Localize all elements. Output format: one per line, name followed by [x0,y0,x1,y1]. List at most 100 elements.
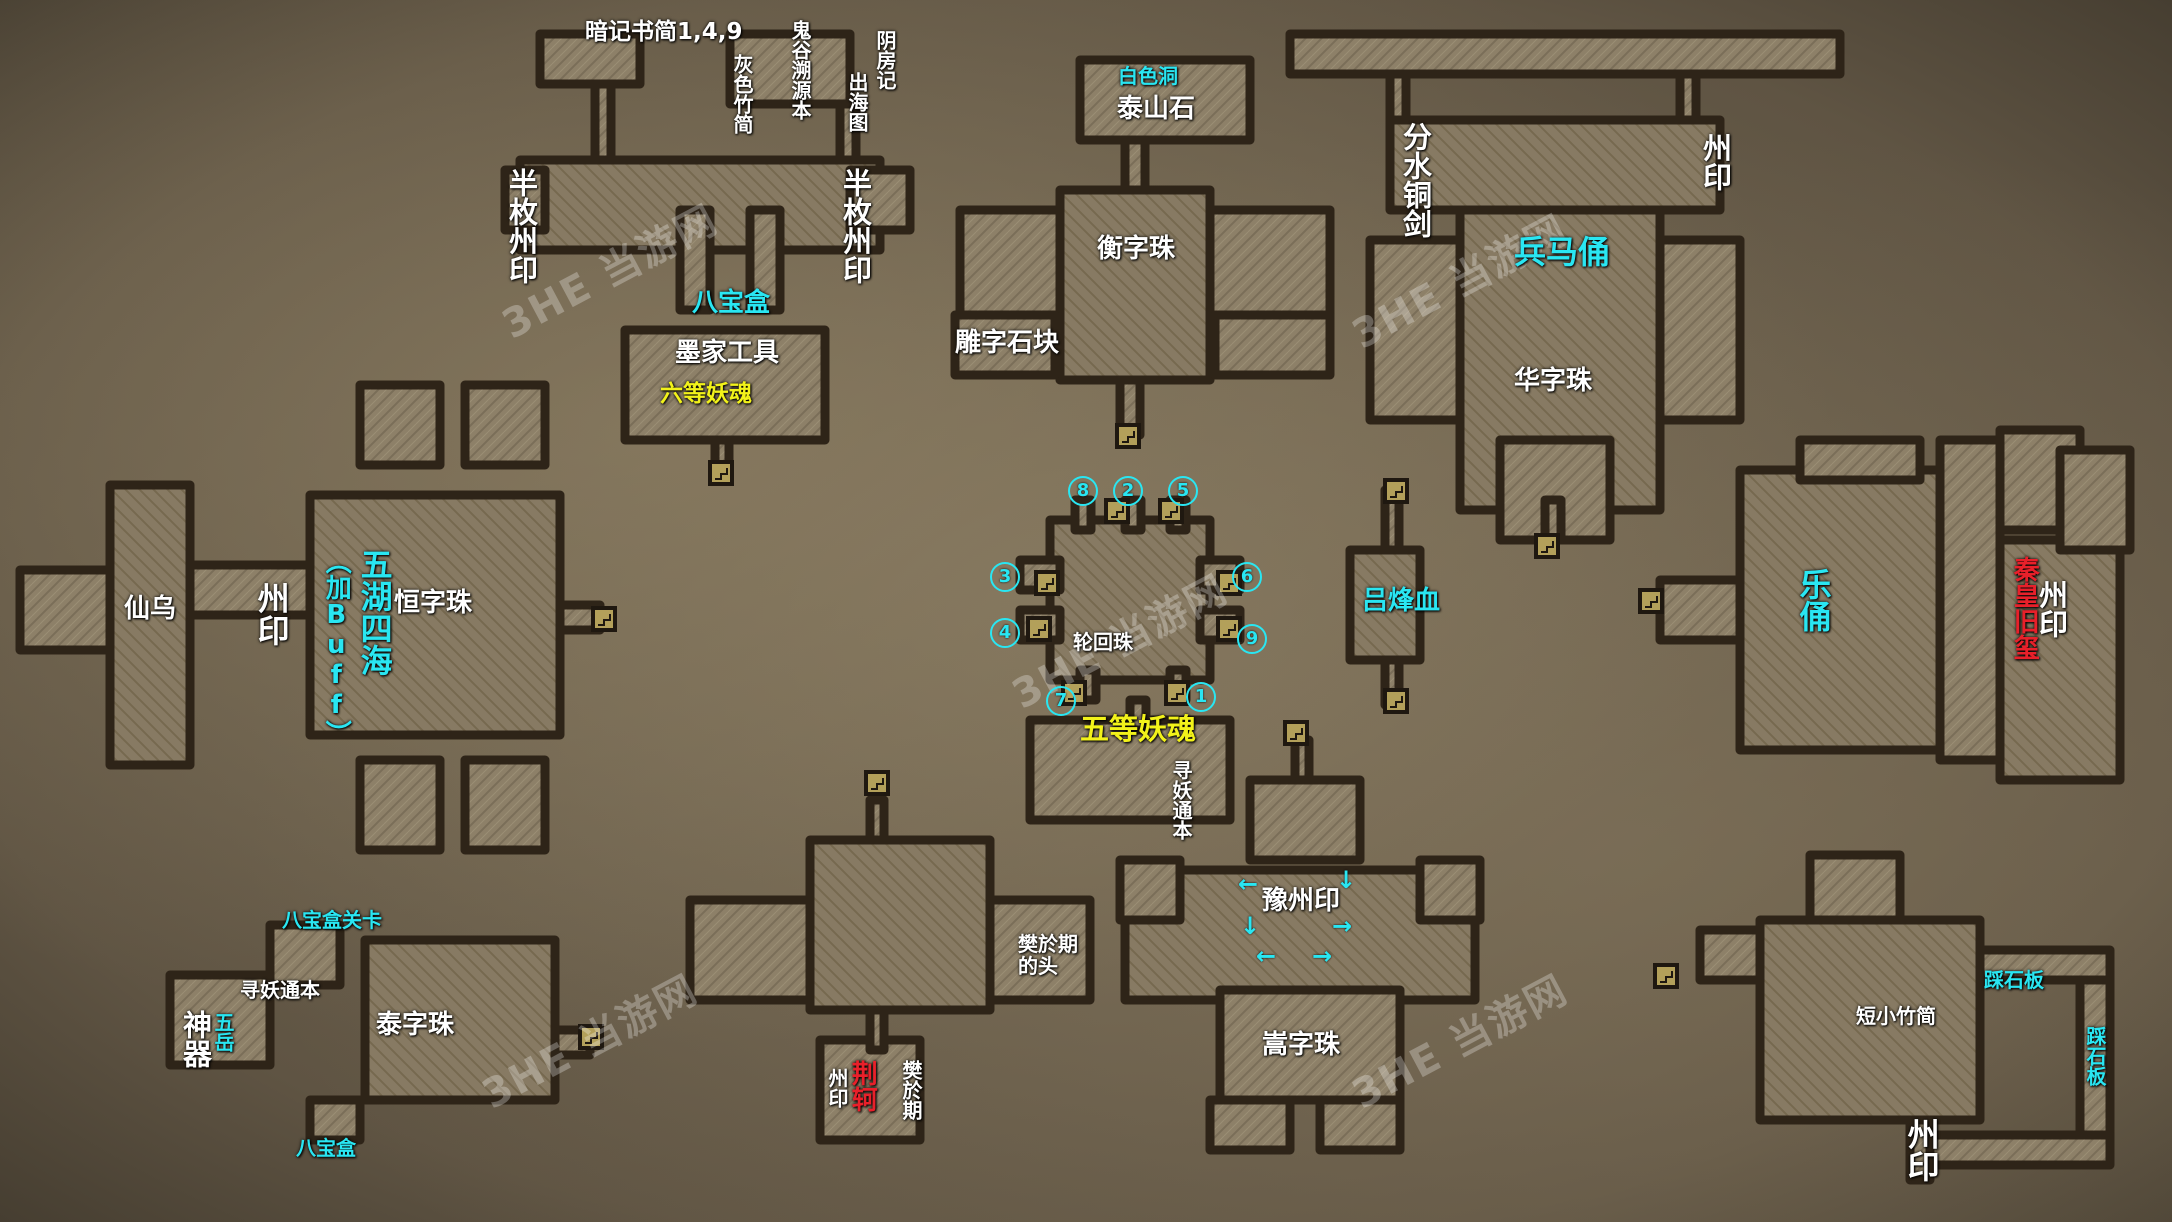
label-zhou-seal-right: 州印 [2034,580,2069,638]
room-block [500,165,550,235]
label-half-seal-left: 半枚州印 [504,168,539,284]
marker-9: 9 [1237,624,1267,654]
label-carved-stone: 雕字石块 [955,328,1060,358]
room-block [1905,1115,1935,1185]
label-xunyao-left: 寻妖通本 [1169,760,1193,840]
marker-1: 1 [1186,682,1216,712]
room-block [1915,1130,2115,1170]
room-block [745,205,785,315]
label-taishan-stone: 泰山石 [1117,94,1196,124]
room-block [1075,55,1255,145]
stairs-glyph [1290,728,1303,740]
room-block [725,29,855,109]
marker-2: 2 [1113,476,1143,506]
arrow-icon: → [1332,912,1353,940]
label-mojia-tools: 墨家工具 [675,338,780,368]
label-step-stone-2: 踩石板 [2083,1026,2107,1086]
arrow-icon: ← [1256,942,1277,970]
room-block [1415,855,1485,925]
label-xianwu: 仙乌 [124,594,177,624]
room-block [1315,1095,1405,1155]
room-block [165,970,275,1070]
stairs-glyph [598,614,611,626]
room-block [1345,545,1425,665]
arrow-icon: ↓ [1336,866,1357,894]
room-block [1365,235,1465,425]
room-block [305,1095,365,1145]
label-lvfeng-blood: 吕烽血 [1362,586,1441,616]
room-block [2055,445,2135,555]
label-diary-scrolls: 暗记书简1,4,9 [585,19,743,45]
label-music-figurines: 乐俑 [1794,568,1833,632]
label-terracotta: 兵马俑 [1514,233,1611,271]
room-block [105,480,195,770]
marker-6: 6 [1232,562,1262,592]
stairs-glyph [1645,596,1658,608]
room-block [675,205,715,315]
label-red-note-bottom: 荆轲 [847,1060,878,1112]
label-fanyuqi-head-2: 的头 [1018,954,1058,978]
label-zhou-seal-br: 州印 [1902,1118,1941,1182]
label-sea-map: 出海图 [845,72,869,132]
label-artifact: 神器 [178,1010,213,1068]
room-block [1210,310,1335,380]
room-block [1935,435,2005,765]
room-block [805,835,995,1015]
label-guigu: 鬼谷溯源本 [788,20,812,120]
label-yuzhou-seal: 豫州印 [1262,886,1341,916]
room-block [1755,915,1985,1125]
room-block [1055,185,1215,385]
stairs-glyph [1165,506,1178,518]
room-block [1285,29,1845,79]
stairs-glyph [1033,624,1046,636]
stairs-glyph [1390,486,1403,498]
label-zhou-seal-left: 州印 [252,582,291,646]
room-block [1695,925,1765,985]
label-wuyue: 五岳 [211,1012,235,1052]
room-block [1115,855,1185,925]
label-babao-box-bl: 八宝盒 [296,1136,356,1160]
stairs-glyph [1111,506,1124,518]
room-block [950,310,1060,380]
label-fanyuqi: 樊於期 [899,1060,923,1120]
stairs-glyph [1660,971,1673,983]
room-block [865,1005,889,1055]
marker-7: 7 [1046,686,1076,716]
stairs-glyph [1122,431,1135,443]
room-block [265,920,345,990]
room-block [1120,135,1150,195]
room-block [1125,695,1151,735]
room-block [360,935,560,1105]
label-wuhu-sihai: 五湖四海 [355,548,394,676]
label-short-bamboo: 短小竹简 [1856,1004,1936,1028]
label-half-seal-right: 半枚州印 [838,168,873,284]
room-block [1975,945,2115,985]
marker-3: 3 [990,562,1020,592]
label-song-pearl: 嵩字珠 [1262,1030,1341,1060]
marker-4: 4 [990,618,1020,648]
stairs-glyph [1390,696,1403,708]
label-yinfang: 阴房记 [873,30,897,90]
label-five-soul: 五等妖魂 [1080,712,1197,746]
label-fenshui-sword: 分水铜剑 [1398,122,1433,238]
label-heng-char-pearl: 恒字珠 [394,588,473,618]
room-block [1205,1095,1295,1155]
stairs-glyph [715,468,728,480]
label-hua-pearl: 华字珠 [1514,366,1593,396]
label-white-cave: 白色洞 [1118,64,1178,88]
label-zhou-seal-tr: 州印 [1698,133,1733,191]
stairs-glyph [1541,541,1554,553]
marker-8: 8 [1068,476,1098,506]
room-block [535,29,645,89]
room-block [185,560,315,620]
label-fanyuqi-head: 樊於期 [1018,932,1078,956]
label-red-note-right: 秦皇旧玺 [2009,556,2040,660]
label-tai-pearl: 泰字珠 [376,1010,455,1040]
arrow-icon: → [1312,942,1333,970]
room-block [305,490,565,740]
stairs-glyph [1171,688,1184,700]
label-buff: （加Buff） [321,548,352,746]
room-block [845,165,915,235]
